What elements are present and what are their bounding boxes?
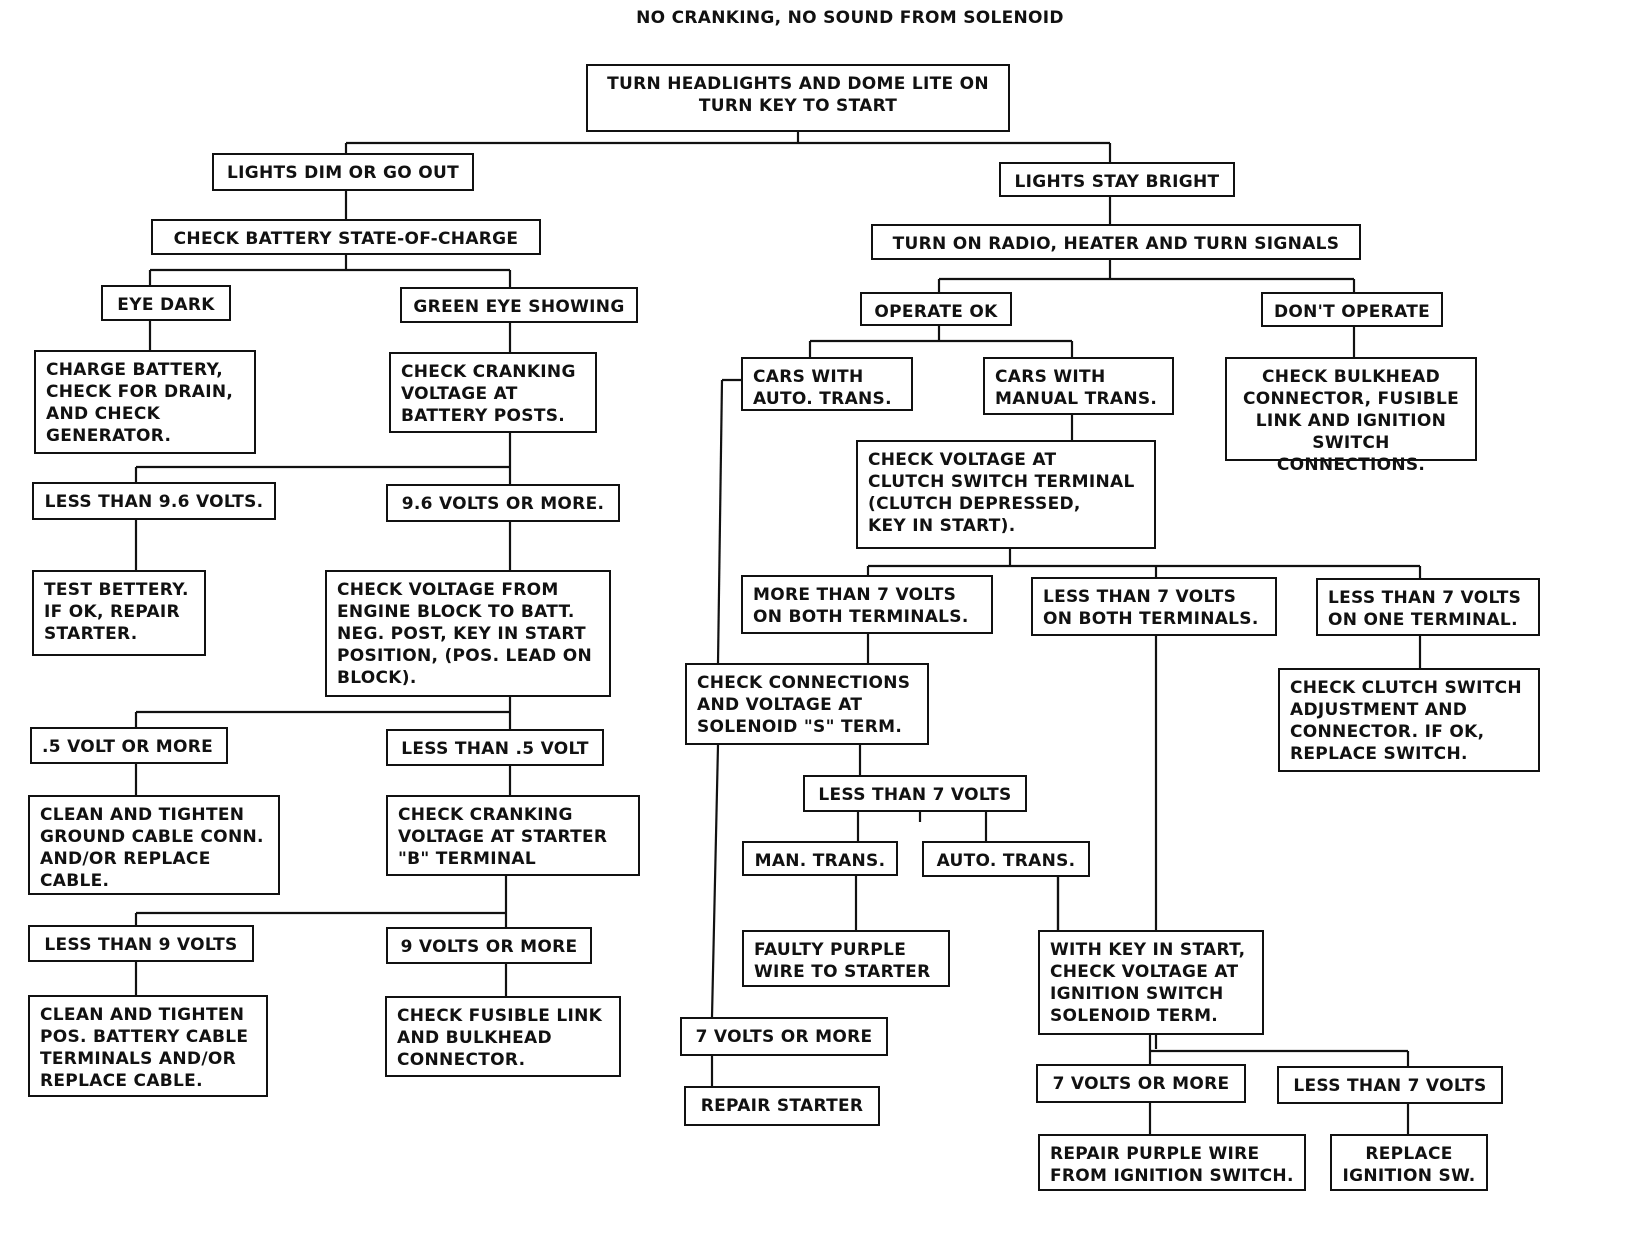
replace-ignition-box: REPLACE IGNITION SW.	[1330, 1134, 1488, 1191]
lights-bright-box: LIGHTS STAY BRIGHT	[999, 162, 1235, 197]
less-7-right-box: LESS THAN 7 VOLTS	[1277, 1066, 1503, 1104]
repair-purple-wire-box: REPAIR PURPLE WIRE FROM IGNITION SWITCH.	[1038, 1134, 1306, 1191]
chart-title: NO CRANKING, NO SOUND FROM SOLENOID	[636, 8, 1064, 28]
check-fusible-link-box: CHECK FUSIBLE LINK AND BULKHEAD CONNECTO…	[385, 996, 621, 1077]
less-7-volts-box: LESS THAN 7 VOLTS	[803, 775, 1027, 812]
9-volts-or-more-box: 9 VOLTS OR MORE	[386, 927, 592, 964]
check-cranking-battery-box: CHECK CRANKING VOLTAGE AT BATTERY POSTS.	[389, 352, 597, 433]
green-eye-box: GREEN EYE SHOWING	[400, 287, 638, 323]
check-bulkhead-box: CHECK BULKHEAD CONNECTOR, FUSIBLE LINK A…	[1225, 357, 1477, 475]
more-7-both-box: MORE THAN 7 VOLTS ON BOTH TERMINALS.	[741, 575, 993, 634]
less-than-9-6-box: LESS THAN 9.6 VOLTS.	[32, 482, 276, 520]
check-voltage-block-box: CHECK VOLTAGE FROM ENGINE BLOCK TO BATT.…	[325, 570, 611, 697]
check-connections-s-box: CHECK CONNECTIONS AND VOLTAGE AT SOLENOI…	[685, 663, 929, 745]
man-trans-box: MAN. TRANS.	[742, 841, 898, 876]
7-volts-more-left-box: 7 VOLTS OR MORE	[680, 1017, 888, 1056]
auto-trans-box: AUTO. TRANS.	[922, 841, 1090, 877]
with-key-in-start-box: WITH KEY IN START, CHECK VOLTAGE AT IGNI…	[1038, 930, 1264, 1035]
half-volt-more-box: .5 VOLT OR MORE	[30, 727, 228, 764]
less-7-both-box: LESS THAN 7 VOLTS ON BOTH TERMINALS.	[1031, 577, 1277, 636]
clean-pos-battery-box: CLEAN AND TIGHTEN POS. BATTERY CABLE TER…	[28, 995, 268, 1097]
repair-starter-box: REPAIR STARTER	[684, 1086, 880, 1126]
less-half-volt-box: LESS THAN .5 VOLT	[386, 729, 604, 766]
less-than-9-box: LESS THAN 9 VOLTS	[28, 925, 254, 962]
check-clutch-voltage-box: CHECK VOLTAGE AT CLUTCH SWITCH TERMINAL …	[856, 440, 1156, 549]
less-7-one-box: LESS THAN 7 VOLTS ON ONE TERMINAL.	[1316, 578, 1540, 636]
cars-auto-trans-box: CARS WITH AUTO. TRANS.	[741, 357, 913, 411]
cars-manual-trans-box: CARS WITH MANUAL TRANS.	[983, 357, 1174, 415]
7-volts-more-right-box: 7 VOLTS OR MORE	[1036, 1064, 1246, 1103]
faulty-purple-wire-box: FAULTY PURPLE WIRE TO STARTER	[742, 930, 950, 987]
9-6-or-more-box: 9.6 VOLTS OR MORE.	[386, 484, 620, 522]
charge-battery-box: CHARGE BATTERY, CHECK FOR DRAIN, AND CHE…	[34, 350, 256, 454]
turn-on-radio-box: TURN ON RADIO, HEATER AND TURN SIGNALS	[871, 224, 1361, 260]
eye-dark-box: EYE DARK	[101, 285, 231, 321]
test-battery-box: TEST BETTERY. IF OK, REPAIR STARTER.	[32, 570, 206, 656]
start-step-box: TURN HEADLIGHTS AND DOME LITE ON TURN KE…	[586, 64, 1010, 132]
lights-dim-box: LIGHTS DIM OR GO OUT	[212, 153, 474, 191]
check-battery-box: CHECK BATTERY STATE-OF-CHARGE	[151, 219, 541, 255]
check-clutch-adjust-box: CHECK CLUTCH SWITCH ADJUSTMENT AND CONNE…	[1278, 668, 1540, 772]
dont-operate-box: DON'T OPERATE	[1261, 292, 1443, 327]
check-cranking-b-box: CHECK CRANKING VOLTAGE AT STARTER "B" TE…	[386, 795, 640, 876]
clean-ground-box: CLEAN AND TIGHTEN GROUND CABLE CONN. AND…	[28, 795, 280, 895]
operate-ok-box: OPERATE OK	[860, 292, 1012, 326]
